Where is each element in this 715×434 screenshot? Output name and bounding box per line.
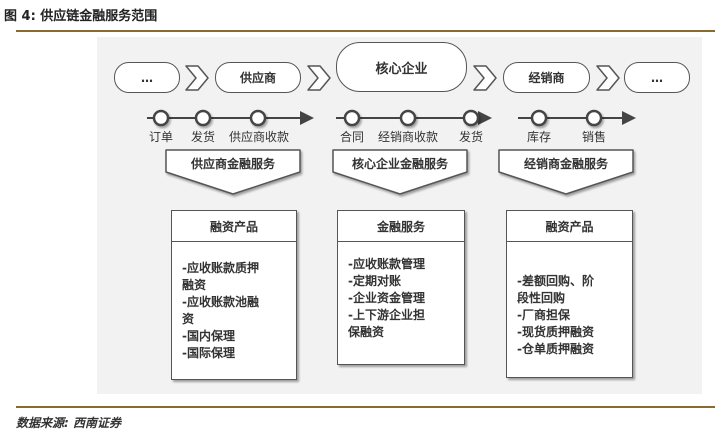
flow-node-8: [585, 109, 603, 127]
service-box-header: 融资产品: [507, 211, 632, 242]
chain-node-upstream: …: [114, 62, 180, 93]
service-item: 资: [182, 312, 195, 326]
flow-step-label: 供应商收款: [228, 130, 289, 144]
top-divider: [16, 30, 715, 32]
service-item: 保融资: [348, 325, 385, 339]
figure-title: 图 4: 供应链金融服务范围: [4, 9, 158, 24]
flow-step-label: 经销商收款: [377, 130, 438, 144]
flow-step-label: 库存: [526, 130, 551, 144]
service-item: -定期对账: [348, 274, 401, 288]
flow-step-label: 订单: [148, 130, 173, 144]
flow-node-6: [462, 109, 480, 127]
service-box-dealer: 融资产品 -差额回购、阶 段性回购 -厂商担保 -现货质押融资 -仓单质押融资: [506, 210, 633, 378]
service-item: -国际保理: [182, 346, 235, 360]
service-box-list: -差额回购、阶 段性回购 -厂商担保 -现货质押融资 -仓单质押融资: [507, 242, 632, 358]
service-item: -应收账款管理: [348, 257, 425, 271]
service-item: 融资: [182, 278, 207, 292]
service-item: -上下游企业担: [348, 308, 425, 322]
banner-shape-core: [332, 149, 468, 195]
service-box-list: -应收账款管理 -定期对账 -企业资金管理 -上下游企业担 保融资: [338, 242, 464, 341]
chain-chevron-1: [185, 65, 209, 91]
chain-node-downstream-label: …: [651, 70, 663, 85]
service-item: -国内保理: [182, 329, 235, 343]
flow-node-4: [343, 109, 361, 127]
chain-chevron-2: [307, 65, 331, 91]
flow-step-label: 发货: [458, 130, 483, 144]
flow-step-label: 销售: [581, 130, 606, 144]
service-box-supplier: 融资产品 -应收账款质押 融资 -应收账款池融 资 -国内保理 -国际保理: [171, 210, 297, 380]
chain-node-core: 核心企业: [336, 42, 467, 92]
service-item: -仓单质押融资: [517, 342, 594, 356]
flow-timeline: [147, 111, 636, 125]
service-item: -厂商担保: [517, 308, 570, 322]
chain-node-dealer: 经销商: [503, 62, 590, 93]
chain-chevron-4: [596, 65, 620, 91]
chain-node-core-label: 核心企业: [375, 61, 428, 77]
service-item: 段性回购: [517, 291, 566, 305]
service-box-header: 融资产品: [172, 211, 296, 242]
banner-shape-supplier: [165, 149, 301, 195]
service-box-header: 金融服务: [338, 211, 464, 242]
flow-node-7: [530, 109, 548, 127]
service-item: -应收账款池融: [182, 295, 259, 309]
chain-node-upstream-label: …: [141, 70, 153, 85]
chain-node-supplier-label: 供应商: [239, 71, 276, 85]
flow-node-5: [399, 109, 417, 127]
service-item: -现货质押融资: [517, 325, 594, 339]
flow-node-3: [249, 109, 267, 127]
service-box-core: 金融服务 -应收账款管理 -定期对账 -企业资金管理 -上下游企业担 保融资: [337, 210, 465, 365]
flow-node-1: [152, 109, 170, 127]
source-note: 数据来源: 西南证券: [16, 416, 121, 430]
chain-node-downstream: …: [624, 62, 690, 93]
service-box-list: -应收账款质押 融资 -应收账款池融 资 -国内保理 -国际保理: [172, 242, 296, 362]
banner-shape-dealer: [498, 149, 634, 195]
flow-step-label: 发货: [190, 130, 215, 144]
service-item: -差额回购、阶: [517, 274, 594, 288]
banner-core-finance: 核心企业金融服务: [351, 157, 448, 171]
flow-step-label: 合同: [339, 130, 364, 144]
service-item: -应收账款质押: [182, 261, 259, 275]
service-item: -企业资金管理: [348, 291, 425, 305]
banner-dealer-finance: 经销商金融服务: [523, 157, 608, 171]
chain-node-supplier: 供应商: [215, 62, 301, 93]
banner-supplier-finance: 供应商金融服务: [190, 157, 275, 171]
bottom-divider: [16, 406, 715, 408]
chain-node-dealer-label: 经销商: [528, 71, 565, 85]
chain-chevron-3: [473, 65, 497, 91]
flow-node-2: [194, 109, 212, 127]
